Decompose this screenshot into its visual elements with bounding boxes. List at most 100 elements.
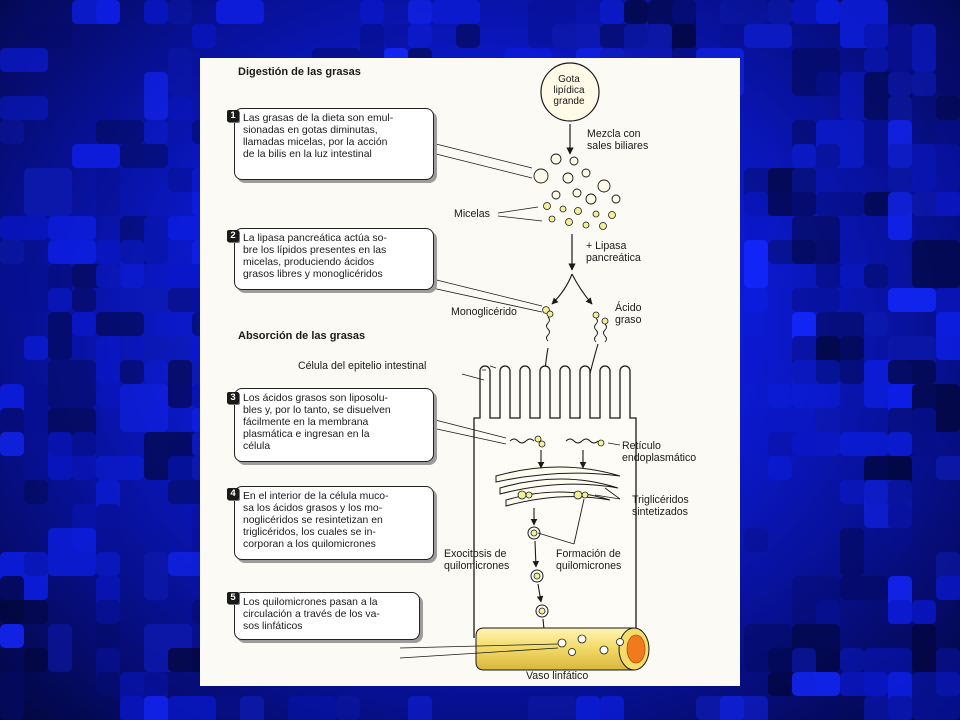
background-tile: [840, 0, 888, 48]
background-tile: [48, 216, 96, 240]
background-tile: [48, 240, 96, 264]
background-tile: [0, 216, 48, 240]
background-tile: [24, 336, 48, 360]
background-tile: [888, 288, 936, 312]
background-tile: [768, 648, 816, 672]
background-tile: [816, 696, 840, 720]
background-tile: [744, 240, 768, 288]
background-tile: [48, 624, 72, 672]
background-tile: [696, 696, 744, 720]
background-tile: [720, 0, 768, 24]
background-tile: [360, 0, 384, 24]
micelles: [543, 202, 616, 230]
background-tile: [96, 120, 144, 144]
arrow-split-left: [551, 273, 573, 305]
background-tile: [936, 576, 960, 600]
large-lipid-droplet: [540, 62, 600, 122]
background-tile: [48, 528, 96, 576]
background-tile: [48, 312, 72, 360]
background-tile: [48, 432, 72, 480]
background-tile: [120, 360, 144, 384]
background-tile: [888, 504, 912, 552]
background-tile: [144, 72, 168, 120]
fatty-acid-molecules: [592, 311, 609, 343]
background-tile: [96, 600, 120, 648]
monoglyceride-molecule: [542, 306, 554, 342]
background-tile: [816, 264, 864, 288]
background-tile: [816, 72, 840, 96]
background-tile: [72, 312, 96, 336]
formation-pointer-lines: [537, 498, 585, 545]
background-tile: [816, 240, 840, 288]
background-tile: [936, 192, 960, 216]
background-tile: [912, 600, 936, 624]
background-tile: [144, 696, 168, 720]
background-tile: [24, 432, 48, 480]
background-tile: [744, 624, 792, 672]
background-tile: [24, 480, 48, 504]
background-tile: [936, 48, 960, 96]
background-tile: [144, 288, 192, 312]
background-tile: [816, 144, 840, 168]
background-tile: [888, 672, 912, 720]
background-tile: [720, 696, 768, 720]
step-number-2: 2: [227, 230, 239, 242]
background-tile: [792, 672, 840, 696]
background-tile: [912, 696, 960, 720]
background-tile: [888, 696, 912, 720]
background-tile: [96, 240, 120, 264]
background-tile: [792, 360, 840, 408]
background-tile: [408, 696, 432, 720]
vaso-label: Vaso linfático: [526, 670, 589, 682]
background-tile: [144, 0, 168, 24]
celula-label: Célula del epitelio intestinal: [298, 360, 427, 372]
acido-graso-label: Ácido graso: [615, 302, 642, 326]
background-tile: [216, 696, 240, 720]
background-tile: [936, 96, 960, 120]
background-tile: [96, 0, 120, 24]
background-tile: [720, 24, 768, 48]
background-tile: [768, 240, 816, 264]
background-tile: [744, 24, 792, 48]
synthesized-triglycerides: [517, 490, 589, 500]
background-tile: [888, 144, 936, 192]
background-tile: [912, 624, 936, 672]
background-tile: [864, 696, 912, 720]
background-tile: [936, 456, 960, 480]
background-tile: [840, 576, 888, 600]
background-tile: [168, 48, 192, 96]
background-tile: [768, 192, 816, 216]
background-tile: [888, 72, 912, 96]
background-tile: [744, 528, 768, 552]
background-tile: [912, 24, 936, 72]
background-tile: [96, 336, 120, 384]
background-tile: [72, 432, 96, 480]
background-tile: [408, 0, 432, 24]
background-tile: [744, 288, 768, 312]
background-tile: [744, 192, 768, 240]
background-tile: [0, 264, 48, 312]
background-tile: [120, 240, 144, 288]
background-tile: [840, 648, 864, 672]
background-tile: [240, 696, 264, 720]
digestion-title: Digestión de las grasas: [238, 66, 361, 78]
background-tile: [144, 360, 168, 384]
step-box-1: Las grasas de la dieta son emul- sionada…: [234, 108, 434, 180]
background-tile: [96, 552, 120, 576]
background-tile: [744, 336, 768, 384]
background-tile: [96, 456, 144, 480]
background-tile: [120, 144, 168, 168]
background-tile: [840, 672, 888, 696]
background-tile: [432, 0, 480, 24]
background-tile: [144, 120, 168, 144]
background-tile: [48, 360, 96, 408]
background-tile: [48, 288, 72, 312]
absorption-title: Absorción de las grasas: [238, 330, 366, 342]
background-tile: [816, 120, 864, 168]
background-tile: [24, 648, 48, 672]
background-tile: [72, 288, 96, 312]
background-tile: [96, 576, 120, 624]
background-tile: [840, 528, 864, 576]
background-tile: [888, 360, 936, 384]
background-tile: [24, 384, 48, 432]
